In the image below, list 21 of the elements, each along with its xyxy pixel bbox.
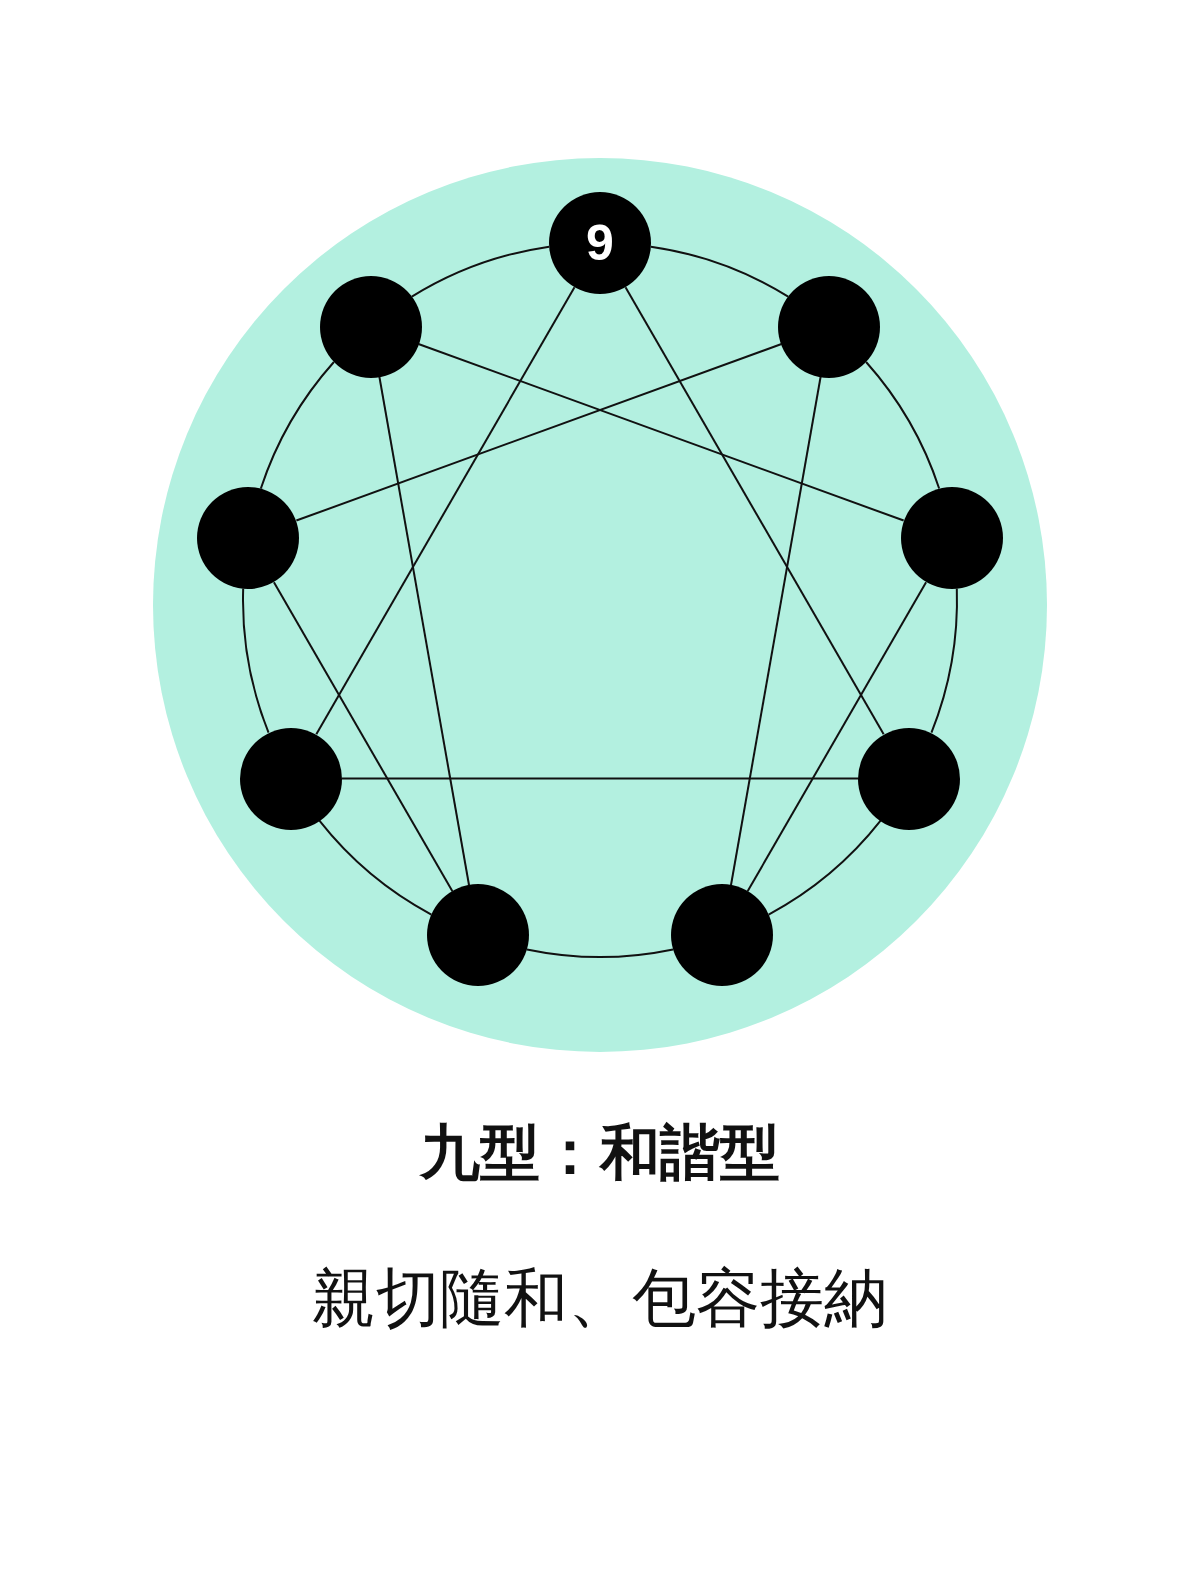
connector-line <box>242 587 270 734</box>
point-number: 9 <box>586 218 614 268</box>
connector-line <box>624 286 885 736</box>
connector-line <box>272 581 454 893</box>
connector-line <box>410 245 551 298</box>
connector-line <box>767 819 882 916</box>
title: 九型：和諧型 <box>420 1116 780 1189</box>
connector-line <box>729 375 822 887</box>
connector-line <box>930 587 958 734</box>
subtitle: 親切隨和、包容接納 <box>312 1260 888 1337</box>
connector-line <box>525 948 675 958</box>
connector-line <box>649 245 790 298</box>
connector-line <box>378 375 471 887</box>
connector-line <box>865 361 941 490</box>
connector-line <box>259 361 335 490</box>
connector-line <box>315 286 576 736</box>
connector-line <box>417 342 905 522</box>
connector-line <box>295 342 783 522</box>
connector-line <box>318 819 433 916</box>
connector-line <box>340 777 860 780</box>
connector-line <box>746 581 928 893</box>
